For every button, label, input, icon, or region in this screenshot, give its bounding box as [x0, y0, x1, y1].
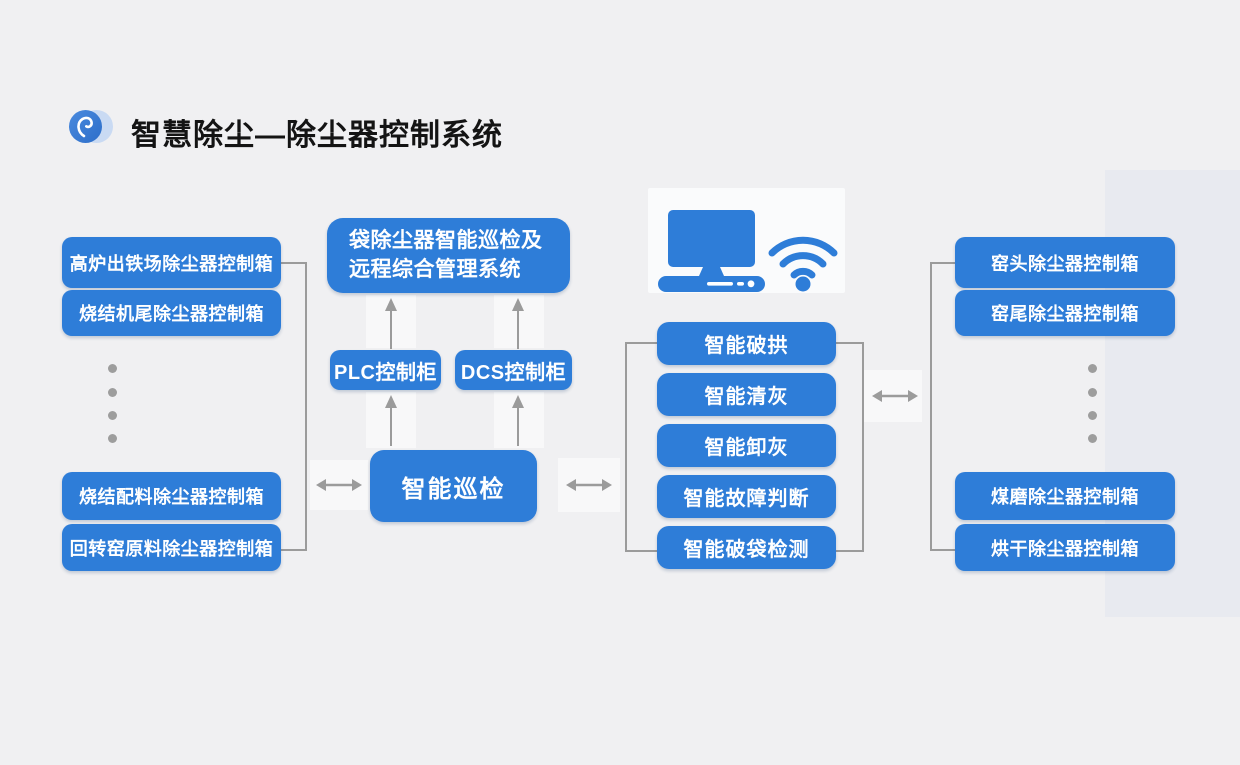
- management-system-line2: 远程综合管理系统: [349, 257, 521, 281]
- node-management-system: 袋除尘器智能巡检及 远程综合管理系统: [327, 218, 570, 293]
- logo-swirl-icon: [77, 116, 93, 138]
- left-column-bracket: [281, 262, 307, 551]
- node-drying-box: 烘干除尘器控制箱: [955, 524, 1175, 571]
- function-column-right-bracket: [835, 342, 864, 552]
- node-bag-break-detection: 智能破袋检测: [657, 526, 836, 569]
- monitor-card: [648, 188, 845, 293]
- node-kiln-head-box: 窑头除尘器控制箱: [955, 237, 1175, 288]
- ellipsis-dot: [1088, 388, 1097, 397]
- double-arrow-left-to-inspect: [316, 479, 362, 491]
- function-column-left-bracket: [625, 342, 659, 552]
- node-smart-inspection: 智能巡检: [370, 450, 537, 522]
- right-column-bracket: [930, 262, 957, 551]
- ellipsis-dot: [108, 364, 117, 373]
- computer-icon: [658, 210, 765, 292]
- up-arrow-inspect-to-dcs: [512, 395, 524, 446]
- node-coal-mill-box: 煤磨除尘器控制箱: [955, 472, 1175, 520]
- ellipsis-dot: [1088, 434, 1097, 443]
- node-ash-cleaning: 智能清灰: [657, 373, 836, 416]
- ellipsis-dot: [1088, 411, 1097, 420]
- ellipsis-dot: [108, 388, 117, 397]
- double-arrow-functions-to-right: [872, 390, 918, 402]
- double-arrow-inspect-to-functions: [566, 479, 612, 491]
- up-arrow-dcs-to-mgmt: [512, 298, 524, 349]
- ellipsis-dot: [108, 434, 117, 443]
- management-system-line1: 袋除尘器智能巡检及: [349, 228, 543, 252]
- up-arrow-inspect-to-plc: [385, 395, 397, 446]
- node-kiln-tail-box: 窑尾除尘器控制箱: [955, 290, 1175, 336]
- node-sinter-tail-box: 烧结机尾除尘器控制箱: [62, 290, 281, 336]
- page-title: 智慧除尘—除尘器控制系统: [131, 119, 503, 152]
- node-plc-cabinet: PLC控制柜: [330, 350, 441, 390]
- ellipsis-dot: [108, 411, 117, 420]
- brand-logo: [68, 104, 114, 150]
- node-dcs-cabinet: DCS控制柜: [455, 350, 572, 390]
- node-rotary-kiln-raw-box: 回转窑原料除尘器控制箱: [62, 524, 281, 571]
- computer-and-wifi-graphic: [658, 210, 838, 292]
- ellipsis-dot: [1088, 364, 1097, 373]
- node-arch-breaking: 智能破拱: [657, 322, 836, 365]
- node-ash-unloading: 智能卸灰: [657, 424, 836, 467]
- wifi-icon: [768, 236, 838, 292]
- node-sinter-batching-box: 烧结配料除尘器控制箱: [62, 472, 281, 520]
- node-fault-diagnosis: 智能故障判断: [657, 475, 836, 518]
- node-blast-furnace-box: 高炉出铁场除尘器控制箱: [62, 237, 281, 288]
- up-arrow-plc-to-mgmt: [385, 298, 397, 349]
